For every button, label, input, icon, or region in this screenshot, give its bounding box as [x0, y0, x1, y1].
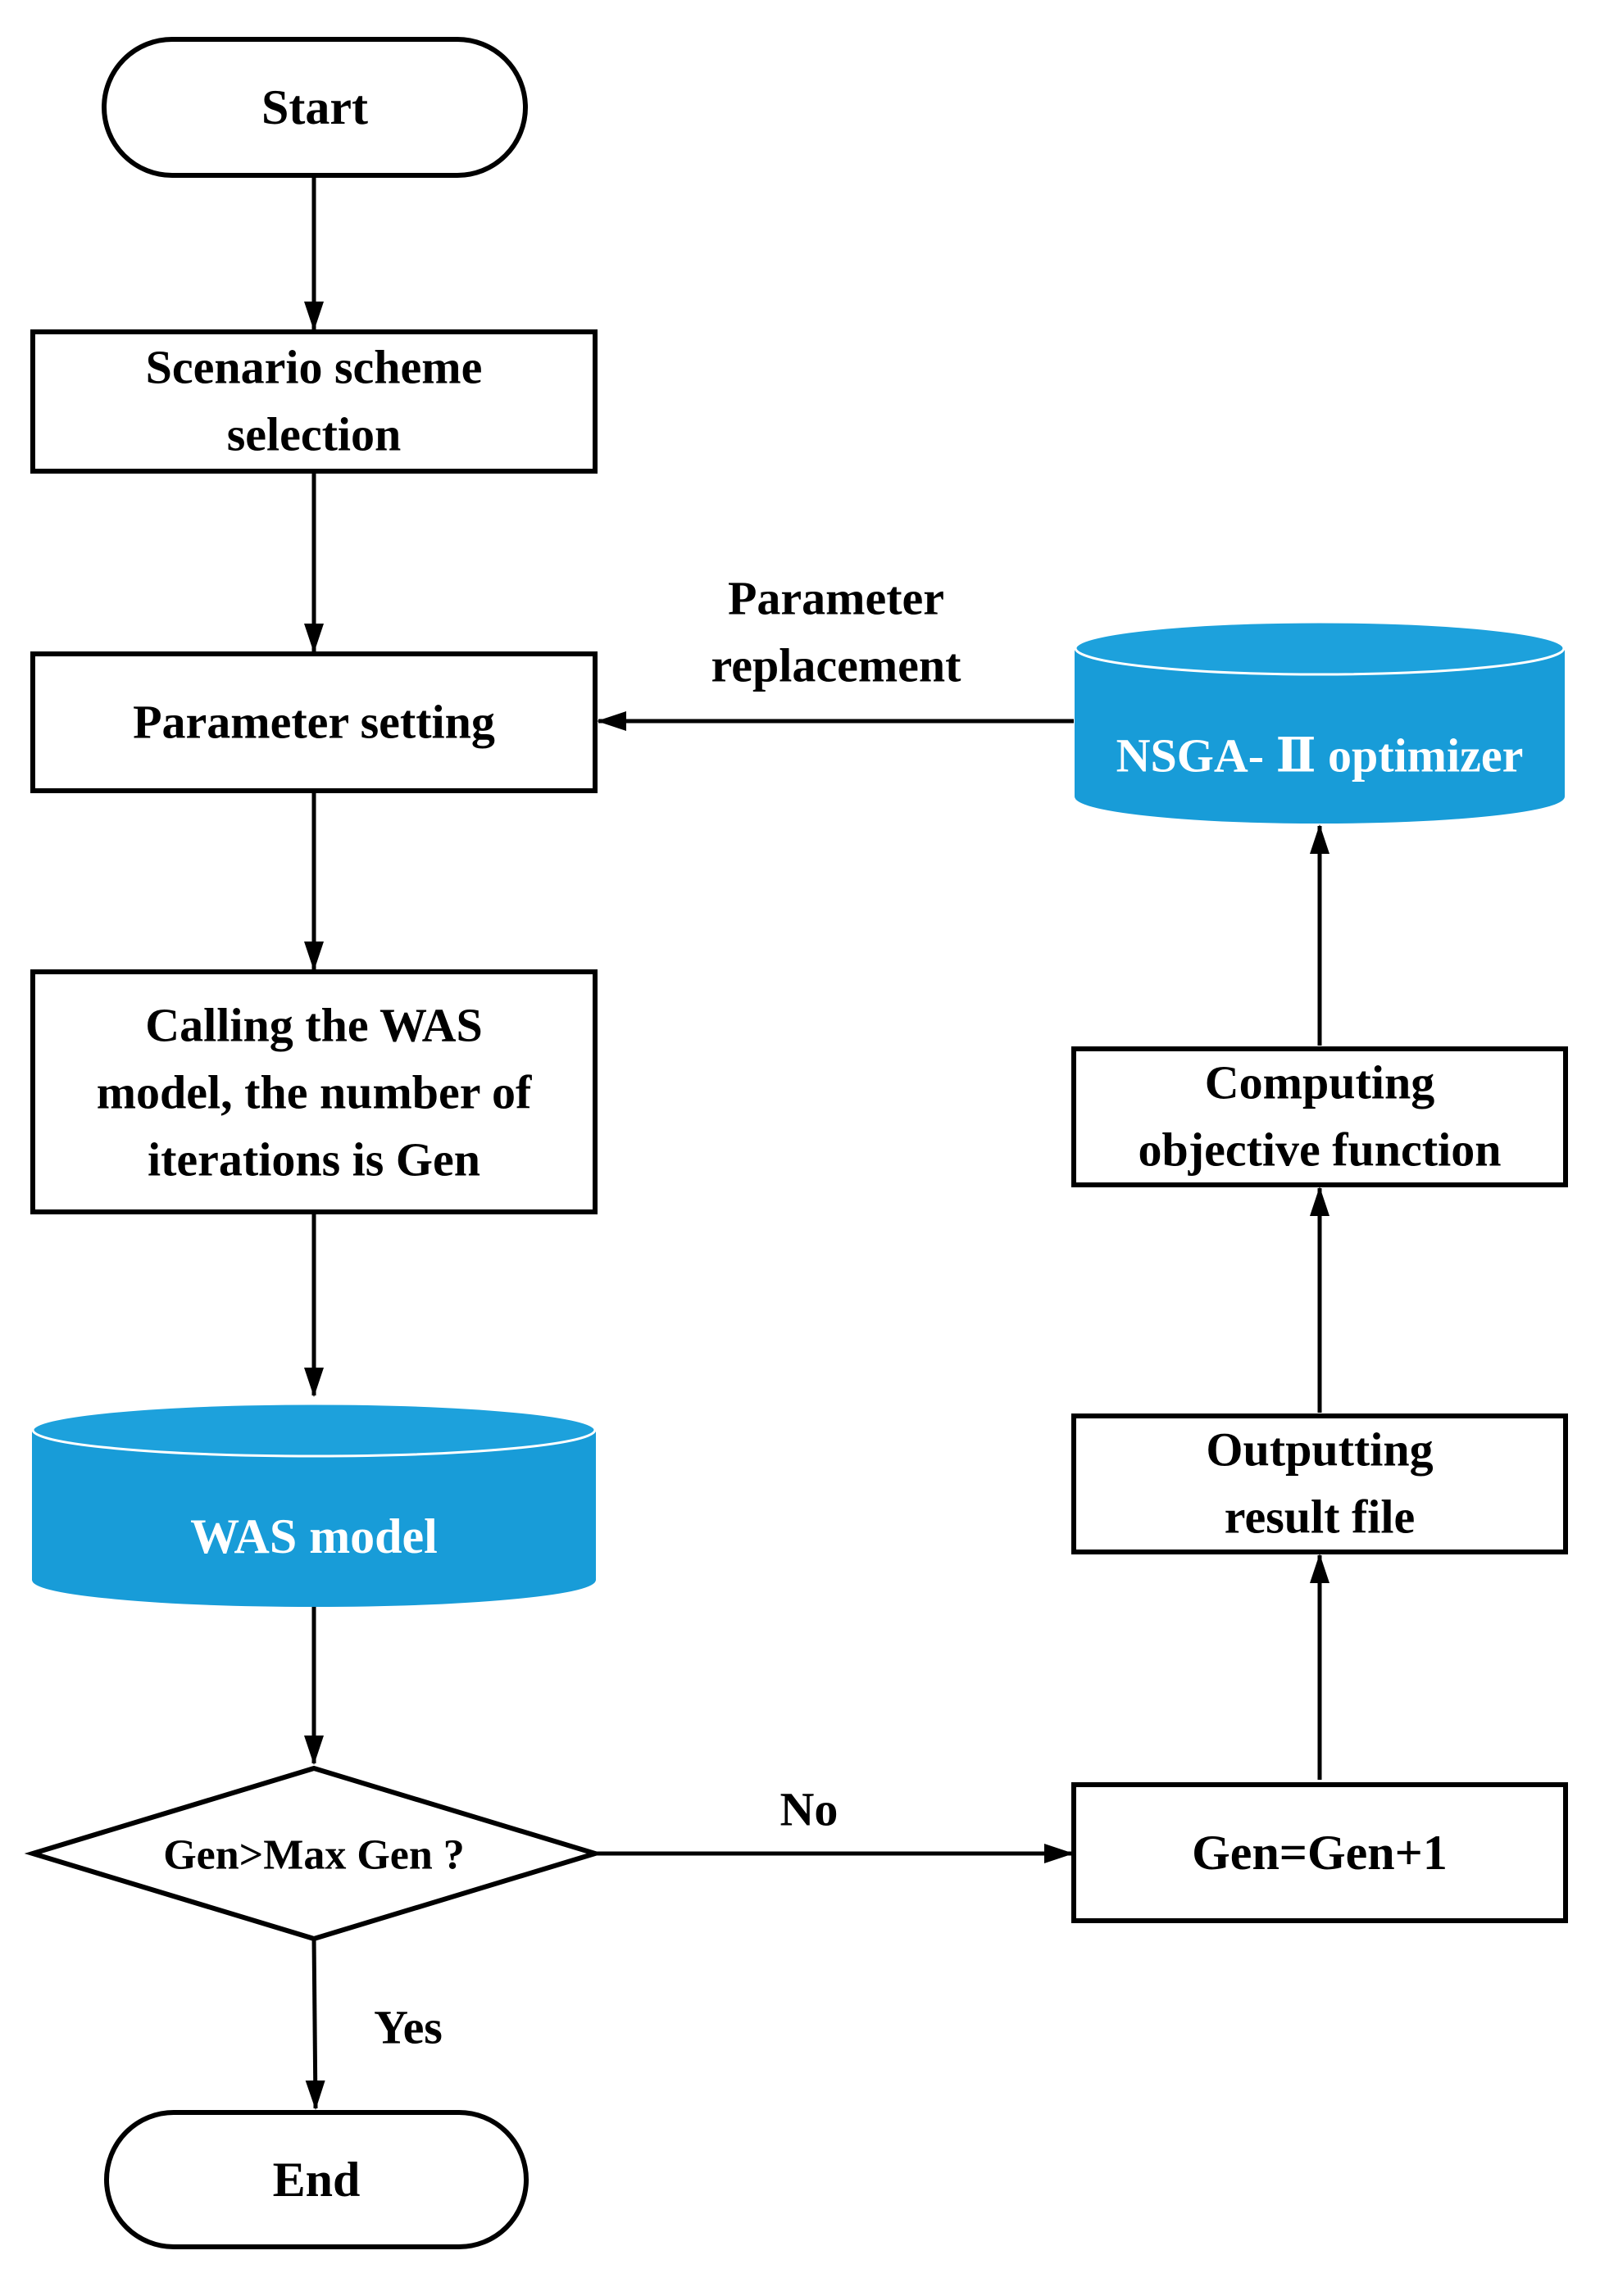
start-node: Start — [102, 37, 528, 178]
outputting-label-line2: result file — [1225, 1491, 1415, 1544]
parameter-replacement-line2: replacement — [711, 639, 962, 692]
parameter-setting-node: Parameter setting — [30, 651, 598, 793]
decision-label: Gen>Max Gen ? — [163, 1832, 465, 1879]
outputting-result-node: Outputting result file — [1071, 1413, 1568, 1554]
was-model-node: WAS model — [31, 1402, 597, 1607]
was-model-label: WAS model — [190, 1509, 438, 1563]
calling-was-label-line1: Calling the WAS — [145, 999, 482, 1052]
end-label: End — [273, 2153, 361, 2207]
calling-was-label-line2: model, the number of — [97, 1066, 532, 1119]
calling-was-label-line3: iterations is Gen — [148, 1133, 480, 1187]
scenario-node: Scenario scheme selection — [30, 329, 598, 474]
gen-increment-label: Gen=Gen+1 — [1192, 1826, 1448, 1880]
yes-label: Yes — [374, 2001, 443, 2054]
arrow-decision-to-end — [305, 1936, 325, 2110]
parameter-setting-label: Parameter setting — [133, 696, 495, 749]
computing-label-line1: Computing — [1205, 1056, 1434, 1109]
decision-node: Gen>Max Gen ? — [24, 1765, 604, 1942]
gen-increment-node: Gen=Gen+1 — [1071, 1782, 1568, 1923]
computing-label-line2: objective function — [1139, 1123, 1502, 1177]
computing-objective-node: Computing objective function — [1071, 1046, 1568, 1187]
no-label: No — [780, 1783, 839, 1836]
nsga-optimizer-node: NSGA- Ⅱ optimizer — [1074, 620, 1566, 824]
calling-was-node: Calling the WAS model, the number of ite… — [30, 969, 598, 1214]
parameter-replacement-line1: Parameter — [728, 572, 944, 625]
connectors — [304, 177, 1329, 2110]
scenario-label-line1: Scenario scheme — [146, 341, 483, 394]
scenario-label-line2: selection — [227, 408, 402, 461]
start-label: Start — [261, 80, 368, 134]
outputting-label-line1: Outputting — [1206, 1423, 1433, 1477]
nsga-optimizer-label: NSGA- Ⅱ optimizer — [1116, 729, 1524, 783]
end-node: End — [104, 2110, 529, 2249]
